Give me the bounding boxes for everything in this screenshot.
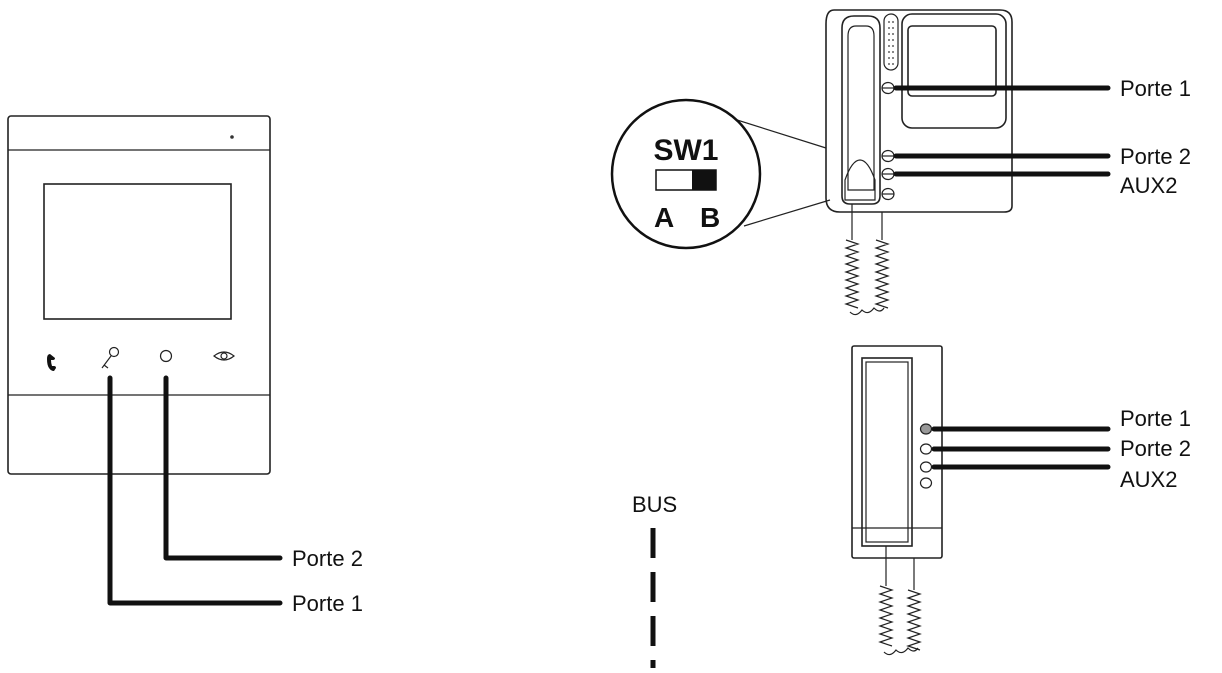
bottom-handset-button-3[interactable] — [919, 461, 933, 473]
top-label-door2: Porte 2 — [1120, 144, 1191, 169]
phone-icon[interactable] — [47, 354, 56, 371]
top-handset-screen-frame — [901, 13, 1007, 129]
top-handset-button-4[interactable] — [881, 187, 895, 201]
callout-line-bottom — [743, 199, 831, 227]
top-handset-button-3[interactable] — [881, 167, 895, 181]
top-handset-receiver-inner — [847, 25, 875, 191]
bottom-handset: Porte 1 Porte 2 AUX2 — [851, 345, 1191, 656]
top-handset-cord — [844, 204, 890, 316]
bottom-handset-receiver-inner — [865, 361, 909, 543]
label-door1: Porte 1 — [292, 591, 363, 616]
top-handset: Porte 1 Porte 2 AUX2 SW1 A B — [610, 9, 1191, 316]
top-handset-earpiece — [844, 159, 876, 201]
monitor-camera-dot — [230, 135, 234, 139]
top-handset-body — [825, 9, 1013, 213]
bottom-handset-button-4[interactable] — [919, 477, 933, 489]
bottom-handset-body — [851, 345, 943, 559]
circle-button-icon[interactable] — [159, 349, 173, 363]
sw1-pos-b: B — [700, 202, 720, 233]
bottom-label-aux2: AUX2 — [1120, 467, 1177, 492]
sw1-title: SW1 — [653, 134, 718, 167]
bottom-handset-receiver — [861, 357, 913, 547]
label-door2: Porte 2 — [292, 546, 363, 571]
monitor-screen — [43, 183, 232, 320]
key-icon[interactable] — [101, 346, 120, 369]
bottom-handset-cord — [878, 546, 922, 656]
top-label-door1: Porte 1 — [1120, 76, 1191, 101]
left-monitor: Porte 2 Porte 1 — [7, 115, 363, 616]
bus: BUS — [632, 492, 677, 668]
bottom-label-door2: Porte 2 — [1120, 436, 1191, 461]
wire-door1 — [107, 375, 283, 606]
bottom-handset-button-2[interactable] — [919, 443, 933, 455]
sw1-zoom: SW1 A B — [610, 98, 762, 250]
monitor-body — [7, 115, 271, 475]
bottom-handset-button-1[interactable] — [919, 423, 933, 435]
sw1-slider — [692, 170, 716, 190]
wire-door2 — [163, 375, 283, 561]
bottom-label-door1: Porte 1 — [1120, 406, 1191, 431]
top-label-aux2: AUX2 — [1120, 173, 1177, 198]
eye-icon[interactable] — [213, 351, 235, 361]
top-handset-button-1[interactable] — [881, 81, 895, 95]
speaker-grille — [888, 21, 894, 65]
top-handset-screen — [907, 25, 997, 97]
sw1-switch[interactable] — [655, 169, 717, 191]
sw1-pos-a: A — [654, 202, 674, 233]
top-handset-speaker — [883, 13, 899, 71]
bus-label: BUS — [632, 492, 677, 517]
top-handset-button-2[interactable] — [881, 149, 895, 163]
top-handset-receiver — [841, 15, 881, 205]
